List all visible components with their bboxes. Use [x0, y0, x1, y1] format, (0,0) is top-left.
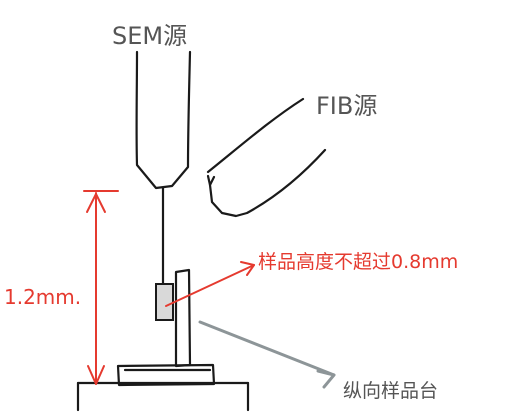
fib-source-label: FIB源 — [316, 92, 377, 120]
sample-height-note: 样品高度不超过0.8mm — [258, 251, 458, 273]
sem-source-label: SEM源 — [112, 22, 187, 50]
sample-block — [155, 283, 174, 321]
height-dimension-marker — [83, 190, 119, 385]
height-dimension-label: 1.2mm. — [4, 285, 81, 309]
fib-column — [206, 97, 327, 218]
sample-note-arrow — [165, 261, 255, 307]
base-platform — [76, 381, 250, 412]
stage-label-arrow — [198, 320, 336, 389]
sem-column — [135, 50, 192, 190]
vertical-stage-label: 纵向样品台 — [343, 380, 438, 402]
